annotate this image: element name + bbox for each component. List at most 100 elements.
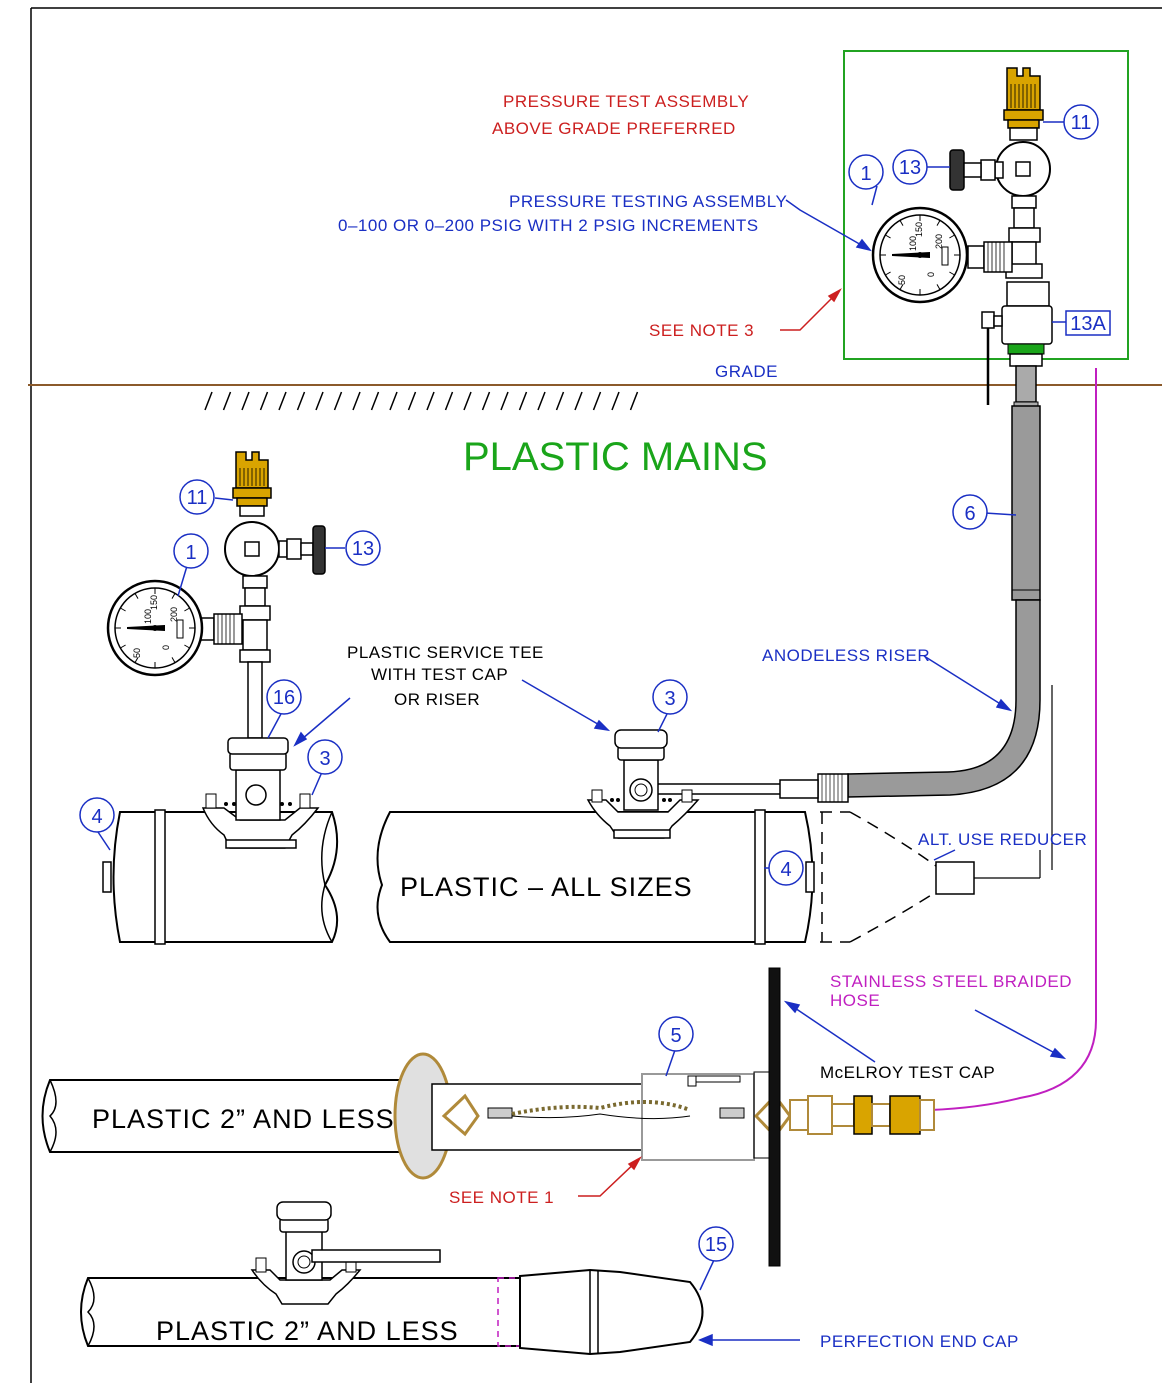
grade-hatch-mark (333, 391, 343, 411)
label-hose: HOSE (830, 991, 880, 1010)
gauge-left-tick-0: 0 (161, 645, 171, 650)
grade-hatch-mark (481, 391, 491, 411)
callout-6-text: 6 (964, 503, 975, 525)
callout-11-top (1063, 104, 1099, 140)
grade-hatch-mark (592, 391, 602, 411)
pressure-gauge-top: 50 100 150 200 0 (871, 206, 969, 304)
callout-1-top (848, 154, 884, 190)
callout-11-left (179, 479, 215, 515)
gauge-left-tick-200: 200 (169, 607, 179, 622)
valve-handwheel-left (312, 525, 326, 575)
leader-lines (293, 199, 1067, 1347)
callout-13a-text: 13A (1070, 313, 1106, 335)
grade-hatch-mark (259, 391, 269, 411)
left-plastic-main (102, 737, 339, 945)
callout-15 (698, 1226, 734, 1262)
callout-4-left (79, 797, 115, 833)
label-perfection-end-cap: PERFECTION END CAP (820, 1332, 1019, 1351)
grade-hatch-mark (370, 391, 380, 411)
gauge-tick-200: 200 (934, 234, 944, 249)
label-or-riser: OR RISER (394, 690, 480, 709)
grade-hatch-mark (444, 391, 454, 411)
service-tee-left (201, 737, 320, 849)
callout-3-left-text: 3 (319, 748, 330, 770)
callout-11-left-text: 11 (187, 487, 208, 509)
gauge-left-tick-150: 150 (149, 595, 159, 610)
callout-1-top-text: 1 (860, 163, 871, 185)
test-fitting-top (1003, 67, 1044, 129)
grade-hatch-mark (315, 391, 324, 411)
label-pressure-test-assembly: PRESSURE TEST ASSEMBLY (503, 92, 749, 111)
callout-4-mid (768, 850, 804, 886)
anodeless-riser (650, 365, 1053, 870)
pressure-gauge-left: 50 100 150 200 0 (106, 579, 204, 677)
label-psig-range: 0–100 OR 0–200 PSIG WITH 2 PSIG INCREMEN… (338, 216, 759, 235)
label-pressure-testing-assembly: PRESSURE TESTING ASSEMBLY (509, 192, 787, 211)
callout-3-left (307, 739, 343, 775)
mcelroy-section (41, 967, 935, 1267)
callout-16 (266, 679, 302, 715)
grade-hatching (204, 391, 639, 411)
callout-13a (1065, 310, 1111, 336)
label-plastic-all-sizes: PLASTIC – ALL SIZES (400, 872, 693, 902)
label-plastic-service-tee: PLASTIC SERVICE TEE (347, 643, 544, 662)
above-grade-assembly-box (843, 50, 1129, 360)
alt-reducer (935, 861, 975, 895)
brass-adapter (853, 1095, 873, 1135)
label-plastic-2-and-less-upper: PLASTIC 2” AND LESS (92, 1104, 395, 1134)
label-grade: GRADE (715, 362, 778, 381)
label-see-note-1: SEE NOTE 1 (449, 1188, 554, 1207)
main-all-sizes (376, 729, 1041, 945)
grade-hatch-mark (629, 391, 639, 411)
ball-valve (1001, 305, 1053, 345)
service-tee-bottom (250, 1201, 441, 1305)
label-above-grade-preferred: ABOVE GRADE PREFERRED (492, 119, 736, 138)
gauge-tick-150: 150 (914, 222, 924, 237)
alt-reducer-outline (820, 811, 937, 943)
callout-13-left (345, 530, 381, 566)
gauge-left-tick-100: 100 (143, 609, 153, 624)
grade-hatch-mark (204, 391, 213, 411)
callout-1-left-text: 1 (185, 542, 196, 564)
label-see-note-3: SEE NOTE 3 (649, 321, 754, 340)
grade-hatch-mark (518, 391, 528, 411)
label-stainless-steel-braided: STAINLESS STEEL BRAIDED (830, 972, 1072, 991)
grade-hatch-mark (389, 391, 398, 411)
grade-hatch-mark (611, 391, 620, 411)
test-fitting-left (232, 451, 272, 507)
service-tee-mid (586, 729, 700, 839)
grade-hatch-mark (278, 391, 287, 411)
test-cap-plate (768, 967, 781, 1267)
label-mcelroy-test-cap: McELROY TEST CAP (820, 1063, 995, 1082)
callout-16-text: 16 (273, 687, 295, 709)
callout-11-top-text: 11 (1071, 112, 1092, 134)
grade-hatch-mark (296, 391, 306, 411)
grade-hatch-mark (463, 391, 472, 411)
perfection-end-cap (519, 1268, 704, 1356)
gauge-tick-100: 100 (908, 236, 918, 251)
label-alt-use-reducer: ALT. USE REDUCER (918, 830, 1087, 849)
braided-hose (929, 368, 1097, 1111)
callout-15-text: 15 (705, 1234, 727, 1256)
callout-5 (658, 1016, 694, 1052)
grade-hatch-mark (555, 391, 565, 411)
grade-hatch-mark (352, 391, 361, 411)
callout-3-mid (652, 679, 688, 715)
label-anodeless-riser: ANODELESS RISER (762, 646, 930, 665)
gauge-left-tick-50: 50 (132, 648, 142, 658)
callout-13-left-text: 13 (352, 538, 374, 560)
diagram-title: PLASTIC MAINS (463, 435, 768, 479)
grade-hatch-mark (426, 391, 435, 411)
left-test-assembly: 50 100 150 200 0 (106, 451, 326, 739)
grade-hatch-mark (407, 391, 417, 411)
gauge-tick-50: 50 (897, 275, 907, 285)
grade-hatch-mark (574, 391, 583, 411)
grade-hatch-mark (500, 391, 509, 411)
top-test-assembly: 50 100 150 200 0 (871, 67, 1053, 405)
callout-6 (952, 494, 988, 530)
callout-leaders (97, 121, 1072, 1291)
gauge-tick-0: 0 (926, 272, 936, 277)
end-cap-section (80, 1201, 704, 1356)
grade-hatch-mark (222, 391, 232, 411)
